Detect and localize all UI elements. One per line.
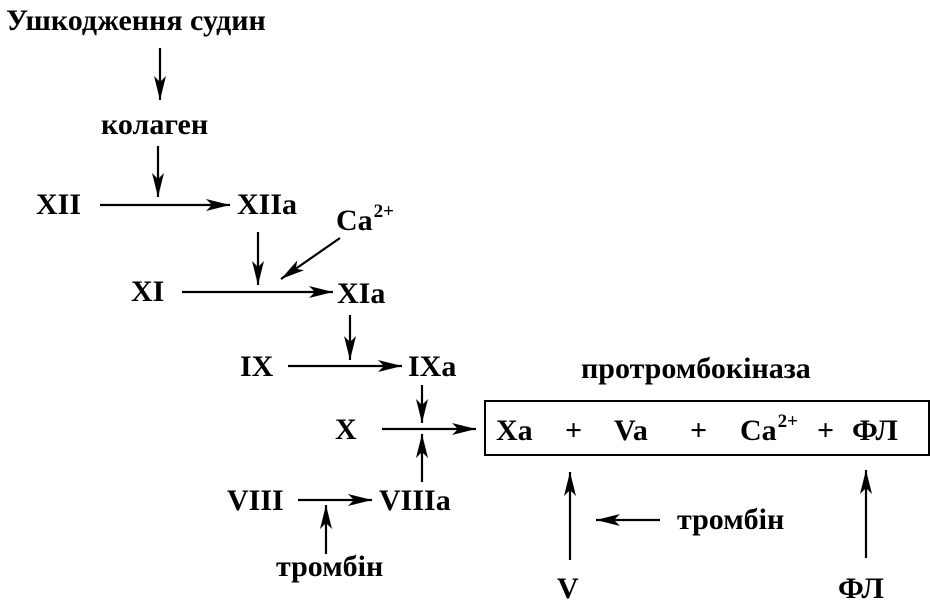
complex-calcium-symbol: Ca	[740, 414, 777, 447]
factor-viiia-label: VIIIa	[379, 484, 451, 517]
factor-xii-label: XII	[36, 188, 82, 221]
factor-xia-label: XIa	[337, 277, 386, 310]
phospholipid-bottom-label: ФЛ	[838, 572, 884, 605]
complex-plus-1: +	[565, 414, 583, 447]
complex-calcium: Ca2+	[740, 412, 798, 447]
complex-phospholipid: ФЛ	[852, 414, 898, 447]
prothrombinase-title: протромбокіназа	[581, 352, 811, 385]
complex-plus-2: +	[690, 414, 708, 447]
prothrombinase-complex-box	[484, 400, 930, 456]
factor-ix-label: IX	[240, 350, 274, 383]
complex-calcium-charge: 2+	[777, 411, 798, 432]
factor-xiia-label: XIIa	[237, 188, 298, 221]
complex-factor-xa: Xa	[496, 414, 533, 447]
factor-xi-label: XI	[131, 275, 165, 308]
calcium-symbol: Ca	[336, 204, 373, 237]
factor-v-label: V	[557, 572, 579, 605]
factor-viii-label: VIII	[227, 484, 284, 517]
factor-ixa-label: IXa	[408, 350, 457, 383]
complex-plus-3: +	[817, 414, 835, 447]
complex-factor-va: Va	[614, 414, 648, 447]
thrombin-right-label: тромбін	[677, 503, 785, 536]
arrow-ca-to-xi-reaction	[280, 237, 341, 280]
calcium-charge: 2+	[373, 201, 394, 222]
vessel-damage-label: Ушкодження судин	[6, 4, 266, 37]
calcium-ion-label: Ca2+	[336, 202, 394, 237]
factor-x-label: X	[335, 413, 357, 446]
thrombin-bottom-label: тромбін	[276, 550, 384, 583]
collagen-label: колаген	[101, 108, 209, 141]
